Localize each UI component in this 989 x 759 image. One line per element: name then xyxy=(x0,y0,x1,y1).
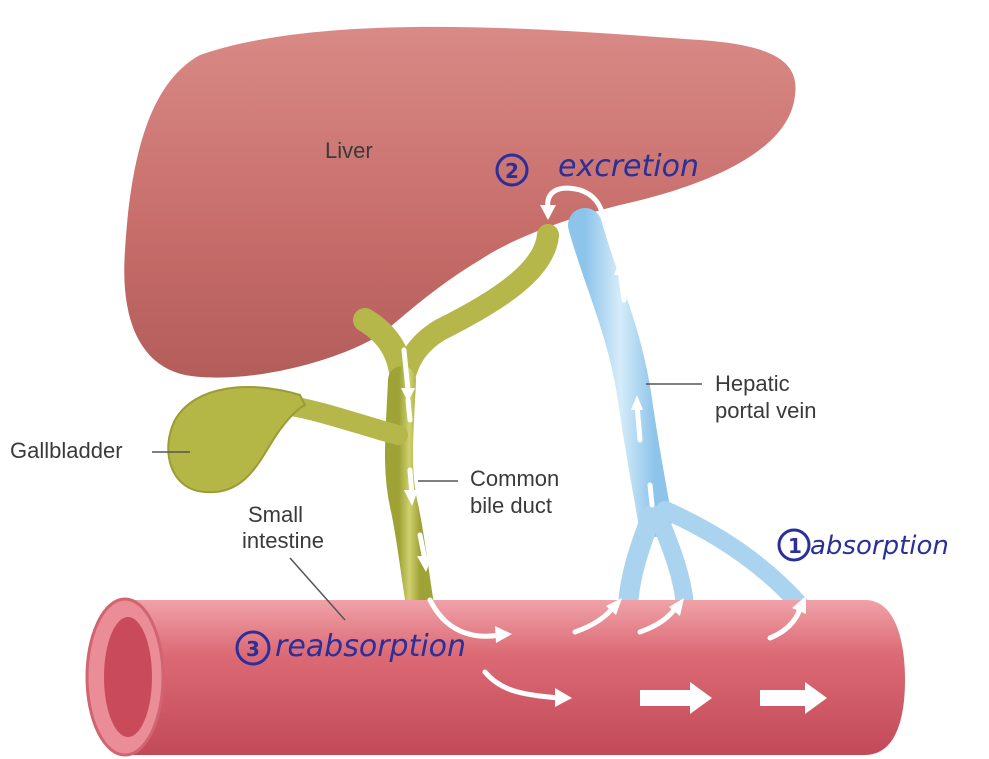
annotation-absorption-number: 1 xyxy=(788,534,802,558)
hepatic-portal-vein-label-line1: Hepatic xyxy=(715,371,790,396)
annotation-absorption-text: absorption xyxy=(810,531,949,561)
portal-vein-branch-left xyxy=(628,515,652,605)
small-intestine-label-line1: Small xyxy=(248,502,303,527)
annotation-reabsorption-number: 3 xyxy=(246,637,260,661)
arrow-vein-up-3 xyxy=(650,485,652,505)
cystic-duct xyxy=(285,405,398,435)
small-intestine-label-line2: intestine xyxy=(242,528,324,553)
common-bile-duct-label-line2: bile duct xyxy=(470,493,552,518)
small-intestine-lumen xyxy=(104,617,152,737)
gallbladder-label: Gallbladder xyxy=(10,438,123,463)
hepatic-portal-vein-label-line2: portal vein xyxy=(715,398,817,423)
annotation-absorption: 1 absorption xyxy=(779,530,949,561)
portal-vein-branch-middle xyxy=(660,520,685,605)
arrow-vein-up-2 xyxy=(637,405,640,440)
small-intestine-tube xyxy=(125,600,905,755)
liver-label: Liver xyxy=(325,138,373,163)
annotation-excretion-text: excretion xyxy=(558,149,699,184)
common-bile-duct-label-line1: Common xyxy=(470,466,559,491)
annotation-reabsorption-text: reabsorption xyxy=(275,629,466,664)
gallbladder-shape xyxy=(168,387,305,492)
arrow-bile-down-2 xyxy=(408,400,410,420)
annotation-excretion-number: 2 xyxy=(505,159,519,183)
